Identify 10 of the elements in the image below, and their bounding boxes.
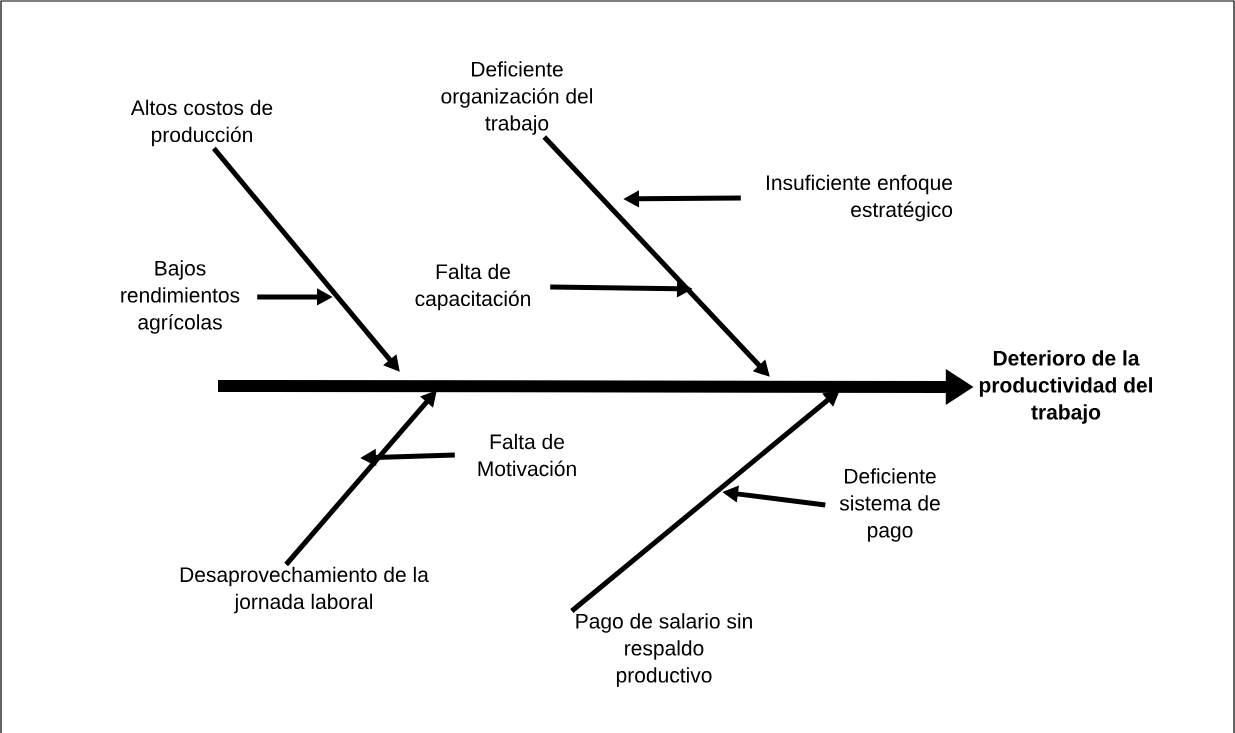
cause-label: Pago de salario sin respaldo productivo xyxy=(576,613,752,687)
cause-label: Falta de capacitación xyxy=(415,263,530,311)
cause-label: Deficiente organización del trabajo xyxy=(441,61,592,135)
cause-label: Falta de Motivación xyxy=(478,433,576,477)
effect-label: Deterioro de la productividad del trabajo xyxy=(979,350,1152,424)
cause-label: Altos costos de producción xyxy=(130,99,273,147)
cause-label: Insuficiente enfoque estratégico xyxy=(767,174,953,222)
cause-label: Bajos rendimientos agrícolas xyxy=(121,260,240,334)
cause-label: Deficiente sistema de pago xyxy=(839,468,940,542)
cause-label: Desaprovechamiento de la jornada laboral xyxy=(180,566,429,614)
